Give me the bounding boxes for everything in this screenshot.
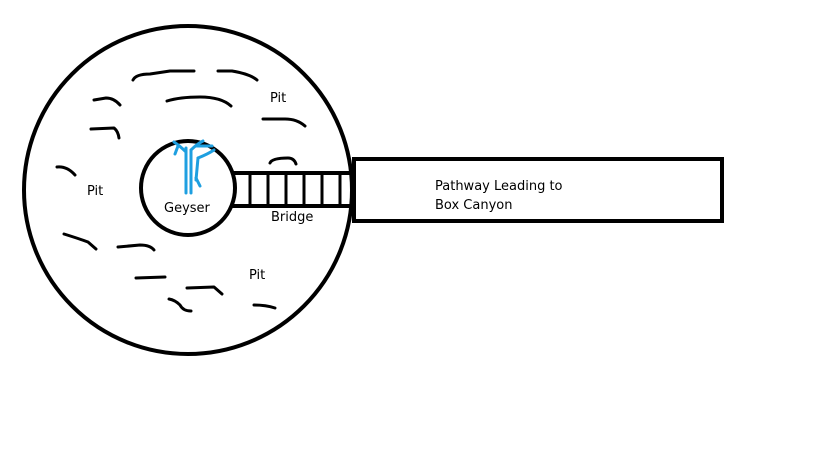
pathway-rect [352,157,724,223]
bridge [232,171,356,208]
geyser-label: Geyser [164,201,210,216]
pit-scribbles [55,69,307,313]
pit-label-bottom: Pit [249,268,266,283]
bridge-label: Bridge [271,210,314,225]
pathway-label-line1: Pathway Leading to [435,179,563,194]
geyser-circle [139,139,237,237]
geyser-water-icon [172,139,216,195]
pit-label-top: Pit [270,91,287,106]
pit-label-left: Pit [87,184,104,199]
pathway-label-line2: Box Canyon [435,198,513,213]
